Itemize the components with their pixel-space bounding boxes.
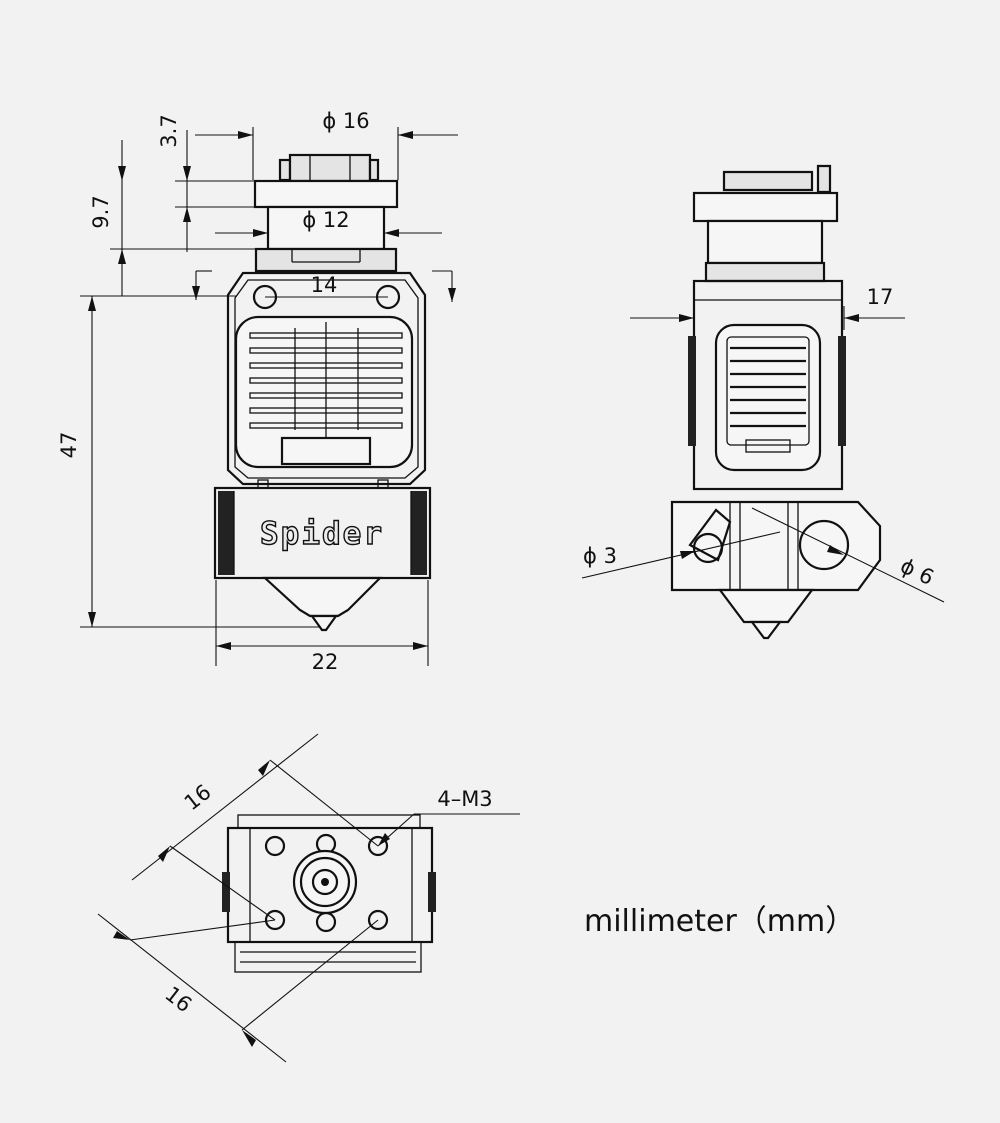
top-fitting bbox=[253, 153, 399, 273]
dim-d12: ϕ 12 bbox=[215, 208, 442, 237]
dim-d3: ϕ 3 bbox=[581, 531, 781, 579]
section-markers bbox=[192, 270, 456, 302]
h97-label: 9.7 bbox=[89, 195, 113, 228]
dim-d16: ϕ 16 bbox=[195, 109, 458, 180]
dim-17: 17 bbox=[630, 285, 905, 330]
m3-label: 4–M3 bbox=[437, 787, 492, 811]
w17-label: 17 bbox=[867, 285, 894, 309]
side-heater-block bbox=[670, 500, 882, 640]
heater-block: Spider bbox=[213, 479, 432, 580]
unit-note: millimeter（mm） bbox=[584, 904, 855, 939]
d12-label: ϕ 12 bbox=[302, 208, 349, 232]
brand-label: Spider bbox=[260, 516, 384, 552]
front-view: Spider ϕ 16 ϕ 12 bbox=[57, 109, 458, 674]
dim-3-7: 3.7 bbox=[157, 114, 268, 252]
d6-label: ϕ 6 bbox=[897, 553, 938, 589]
dim-9-7: 9.7 bbox=[89, 140, 256, 296]
side-top-fitting bbox=[692, 164, 839, 283]
dim-14: 14 bbox=[265, 273, 388, 298]
bottom-view: 16 16 4–M3 bbox=[97, 733, 520, 1063]
h47-label: 47 bbox=[57, 432, 81, 459]
dim-22: 22 bbox=[215, 580, 429, 674]
w14-label: 14 bbox=[311, 273, 338, 297]
h37-label: 3.7 bbox=[157, 114, 181, 147]
d3-label: ϕ 3 bbox=[583, 544, 617, 568]
heatsink-housing bbox=[226, 271, 427, 486]
s16a-label: 16 bbox=[180, 780, 216, 815]
dim-47: 47 bbox=[57, 295, 320, 628]
nozzle bbox=[262, 576, 383, 632]
d16-label: ϕ 16 bbox=[322, 109, 369, 133]
side-fins bbox=[730, 346, 806, 428]
side-view: 17 ϕ 3 ϕ 6 bbox=[581, 164, 945, 640]
dim-4m3: 4–M3 bbox=[377, 787, 520, 847]
w22-label: 22 bbox=[312, 650, 339, 674]
side-heatsink bbox=[688, 279, 846, 491]
dim-16-lower: 16 bbox=[97, 913, 379, 1063]
